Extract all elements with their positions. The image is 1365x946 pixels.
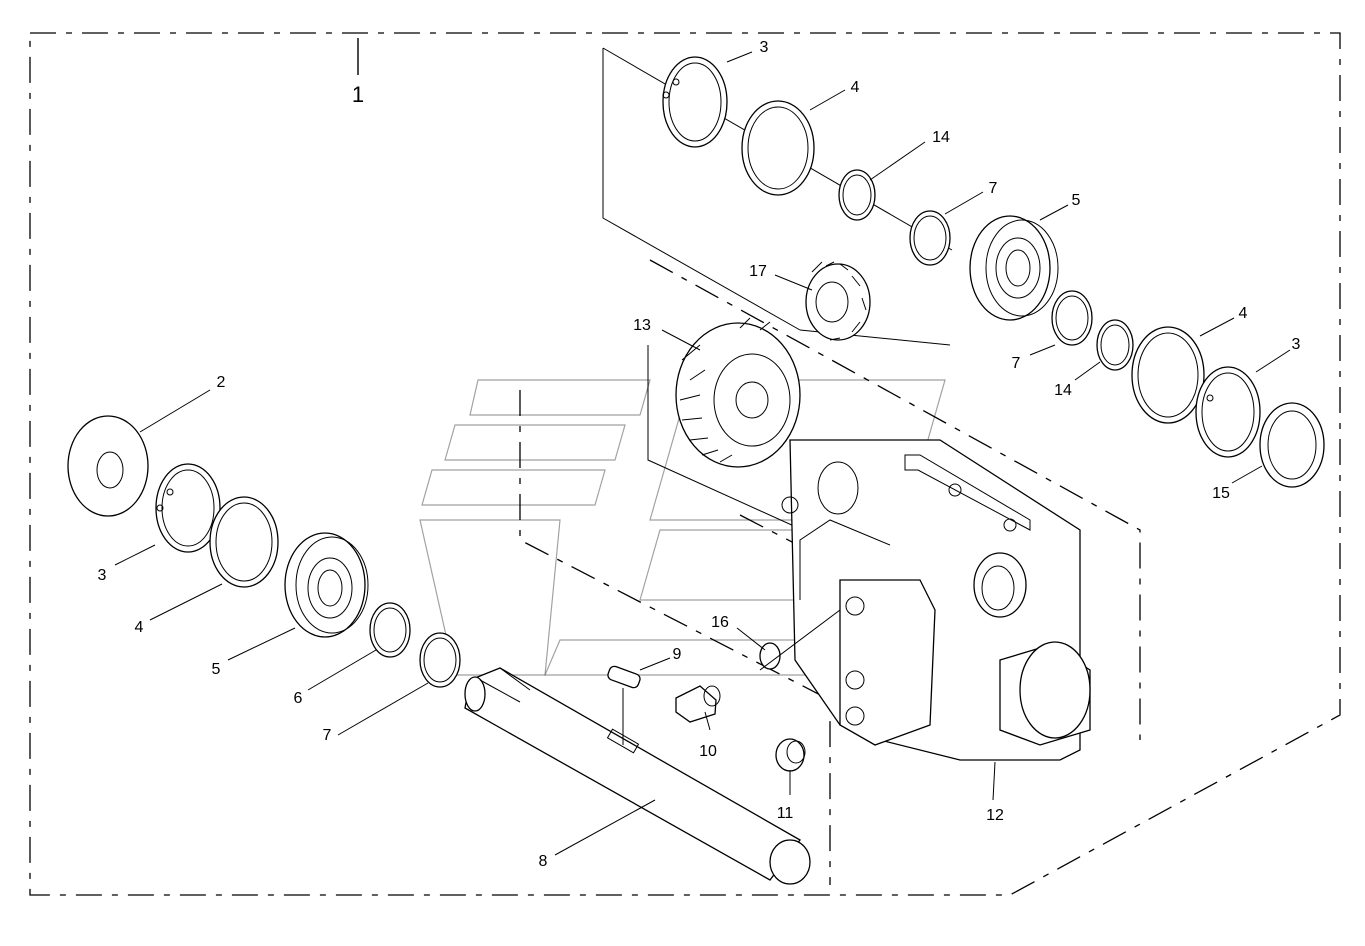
callout-labels: 3 4 14 7 5 17 13 7 14 4 3 15 2 3 4 5 6 7… [98, 39, 1301, 870]
callout-5-right: 5 [1072, 192, 1081, 209]
part-11-plug [775, 738, 806, 772]
callout-4-right: 4 [1239, 305, 1248, 322]
part-16-oring [759, 642, 781, 670]
callout-7-mid: 7 [1012, 355, 1021, 372]
callout-5-left: 5 [212, 661, 221, 678]
callout-14-mid: 14 [1054, 382, 1072, 399]
part-7-ring-top [909, 210, 951, 266]
part-3-circlip-left [155, 463, 221, 553]
callout-17: 17 [749, 263, 767, 280]
callout-3-left: 3 [98, 567, 107, 584]
part-3-circlip-top [662, 56, 728, 148]
callout-3-right: 3 [1292, 336, 1301, 353]
part-7-ring-left [419, 632, 461, 688]
callout-6: 6 [294, 690, 303, 707]
callout-2: 2 [217, 374, 226, 391]
callout-3-top: 3 [760, 39, 769, 56]
callout-12: 12 [986, 807, 1004, 824]
part-13-bevel-gear [675, 317, 801, 468]
part-4-shim-top [741, 100, 815, 196]
part-6-ring [369, 602, 411, 658]
part-4-shim-left [209, 496, 279, 588]
callout-14-top: 14 [932, 129, 950, 146]
callout-9: 9 [673, 646, 682, 663]
part-5-bearing-right [969, 215, 1059, 321]
callout-11: 11 [777, 805, 794, 822]
callout-8: 8 [539, 853, 548, 870]
part-15-seal [1259, 402, 1325, 488]
part-2-cover [67, 415, 149, 517]
part-3-circlip-right [1195, 366, 1261, 458]
part-5-bearing-left [284, 532, 369, 638]
callout-13: 13 [633, 317, 651, 334]
callout-10: 10 [699, 743, 717, 760]
callout-16: 16 [711, 614, 729, 631]
part-4-shim-right [1131, 326, 1205, 424]
part-7-ring-mid [1051, 290, 1093, 346]
callout-7-left: 7 [323, 727, 332, 744]
callout-15: 15 [1212, 485, 1230, 502]
part-17-pinion-gear [805, 261, 871, 341]
part-10-plug [675, 685, 721, 723]
part-14-ring-top [838, 169, 876, 221]
part-8-shaft [464, 667, 811, 885]
part-9-key [607, 665, 641, 745]
leader-lines [114, 51, 1291, 856]
part-14-ring-mid [1096, 319, 1134, 371]
assembly-number: 1 [352, 82, 364, 107]
callout-4-left: 4 [135, 619, 144, 636]
callout-4-top: 4 [851, 79, 860, 96]
part-12-housing [781, 439, 1091, 761]
assembly-boundary [29, 32, 1341, 896]
callout-7-top: 7 [989, 180, 998, 197]
